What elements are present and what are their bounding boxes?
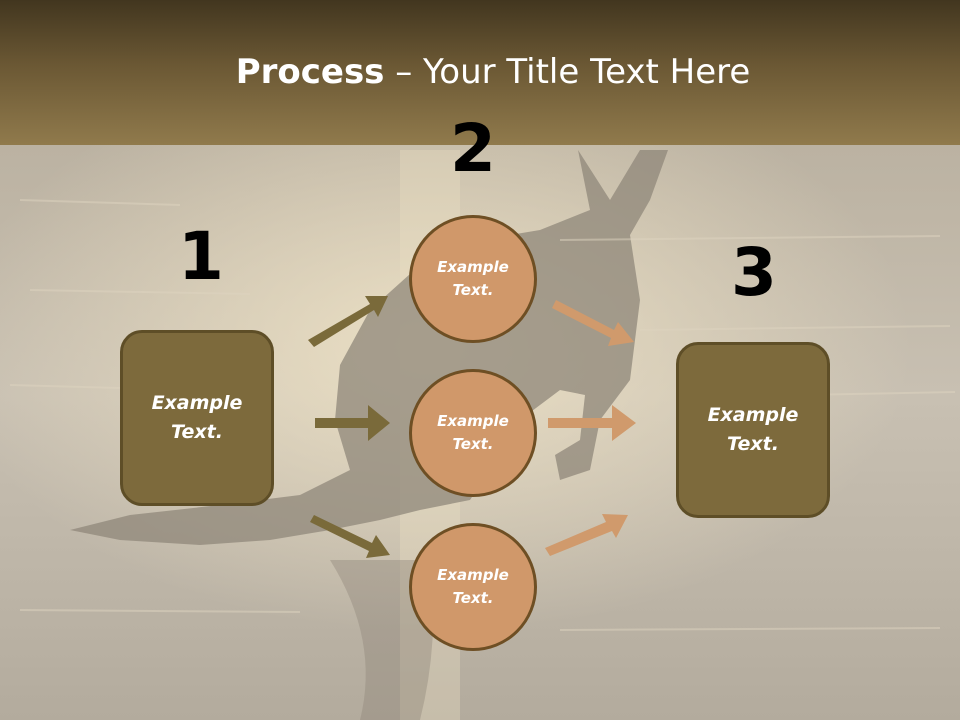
circle-top-line2: Text. (452, 281, 494, 299)
step-number-2: 2 (450, 110, 496, 187)
arrow-right-middle (548, 405, 636, 441)
arrow-left-up (308, 296, 388, 347)
arrow-left-down (310, 515, 390, 558)
arrow-left-middle (315, 405, 390, 441)
arrow-right-down (552, 300, 634, 346)
circle-top-text: Example Text. (437, 256, 509, 302)
circle-bottom-text: Example Text. (437, 564, 509, 610)
left-box-line2: Text. (171, 421, 223, 443)
circle-top-line1: Example (437, 258, 509, 276)
right-box-line2: Text. (727, 433, 779, 455)
circle-middle-text: Example Text. (437, 410, 509, 456)
left-step-box[interactable]: Example Text. (120, 330, 274, 506)
circle-middle-line2: Text. (452, 435, 494, 453)
left-step-box-text: Example Text. (152, 389, 243, 447)
circle-middle-line1: Example (437, 412, 509, 430)
slide-title: Process – Your Title Text Here (0, 52, 960, 92)
circle-bottom-line2: Text. (452, 589, 494, 607)
arrow-right-up (545, 514, 628, 556)
title-bar (0, 0, 960, 145)
left-arrows (308, 296, 390, 558)
right-box-line1: Example (707, 404, 799, 426)
step-number-1: 1 (178, 218, 224, 295)
process-circle-bottom[interactable]: Example Text. (409, 523, 537, 651)
title-bold: Process (235, 52, 385, 92)
circle-bottom-line1: Example (437, 566, 509, 584)
process-circle-top[interactable]: Example Text. (409, 215, 537, 343)
title-rest: – Your Title Text Here (384, 52, 751, 92)
right-step-box-text: Example Text. (708, 401, 799, 459)
process-circle-middle[interactable]: Example Text. (409, 369, 537, 497)
right-step-box[interactable]: Example Text. (676, 342, 830, 518)
left-box-line1: Example (151, 392, 243, 414)
step-number-3: 3 (731, 234, 777, 311)
right-arrows (545, 300, 636, 556)
